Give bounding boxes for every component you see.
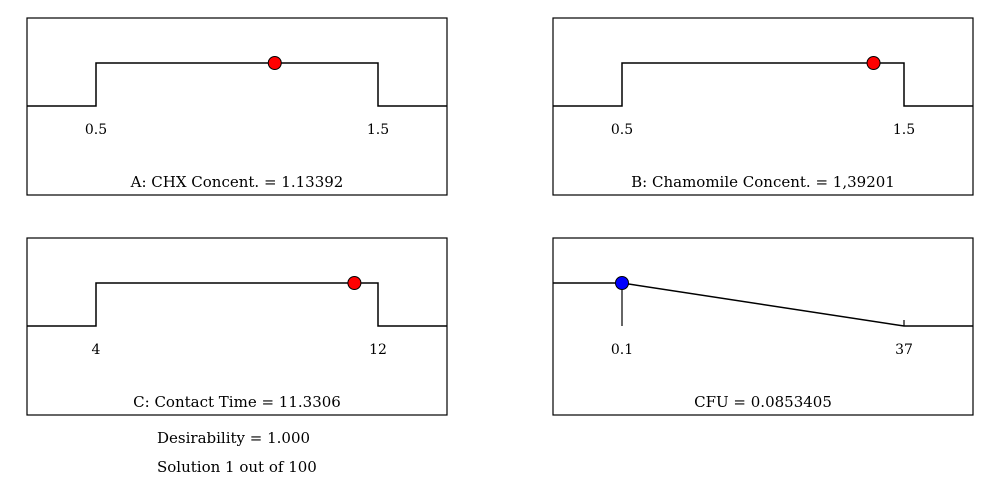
optimum-point (615, 276, 629, 290)
factor-value-label: A: CHX Concent. = 1.13392 (130, 173, 344, 191)
panel-frame (552, 17, 974, 196)
desirability-ramp-line (27, 282, 447, 327)
optimum-point (866, 56, 881, 70)
ramp-panel-1: 0.5 1.5 A: CHX Concent. = 1.13392 (26, 17, 448, 196)
factor-value-label: C: Contact Time = 11.3306 (133, 393, 341, 411)
factor-value-label: B: Chamomile Concent. = 1,39201 (631, 173, 895, 191)
tick-label-low: 0.5 (611, 122, 633, 138)
tick-label-high: 1.5 (893, 122, 915, 138)
tick-label-low: 4 (92, 342, 101, 358)
solution-text: Solution 1 out of 100 (157, 458, 317, 476)
tick-label-low: 0.1 (611, 342, 633, 358)
tick-label-high: 12 (369, 342, 387, 358)
ramp-panel-3: 4 12 C: Contact Time = 11.3306 (26, 237, 448, 416)
desirability-text: Desirability = 1.000 (157, 429, 311, 447)
desirability-ramp-line (27, 62, 447, 107)
tick-label-low: 0.5 (85, 122, 107, 138)
panel-frame (26, 237, 448, 416)
desirability-ramp-line (553, 62, 973, 107)
ramp-panel-2: 0.5 1.5 B: Chamomile Concent. = 1,39201 (552, 17, 974, 196)
panel-frame (26, 17, 448, 196)
optimum-point (267, 56, 282, 70)
optimum-point (347, 276, 362, 290)
tick-label-high: 37 (895, 342, 913, 358)
factor-value-label: CFU = 0.0853405 (694, 393, 832, 411)
desirability-ramp-line (553, 282, 973, 327)
tick-label-high: 1.5 (367, 122, 389, 138)
